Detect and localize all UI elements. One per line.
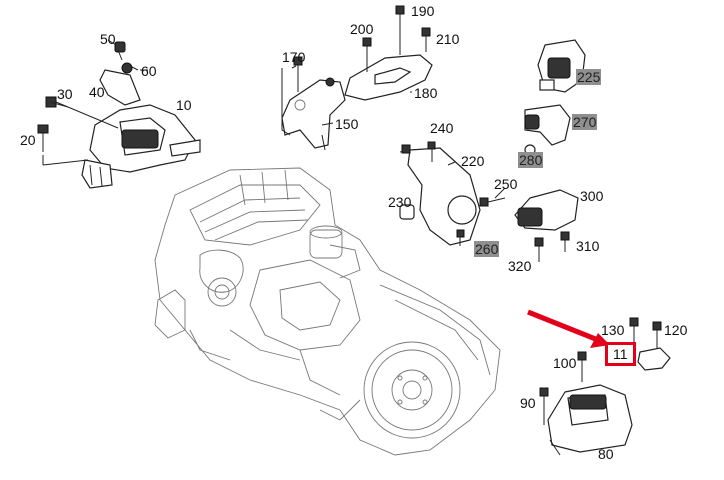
engine-block-drawing (154, 167, 501, 456)
bracket-220-drawing (399, 141, 506, 246)
engine-mount-225-drawing (537, 39, 586, 93)
part-label-220[interactable]: 220 (461, 153, 485, 169)
part-label-11-highlighted[interactable]: 11 (605, 342, 636, 366)
leader-lines (49, 39, 506, 199)
bracket-11-drawing (629, 317, 671, 371)
part-label-225[interactable]: 225 (576, 69, 602, 85)
part-label-10[interactable]: 10 (176, 97, 192, 113)
part-label-130[interactable]: 130 (601, 322, 625, 338)
part-label-310[interactable]: 310 (576, 238, 600, 254)
part-label-320[interactable]: 320 (508, 258, 532, 274)
bolt-20-drawing (37, 124, 89, 166)
bracket-270-drawing (524, 104, 571, 156)
part-label-80[interactable]: 80 (598, 446, 614, 462)
engine-mount-10-drawing (81, 104, 201, 189)
part-label-240[interactable]: 240 (430, 120, 454, 136)
part-label-120[interactable]: 120 (664, 322, 688, 338)
part-label-60[interactable]: 60 (141, 63, 157, 79)
part-label-100[interactable]: 100 (553, 355, 577, 371)
part-label-300[interactable]: 300 (580, 188, 604, 204)
bracket-150-drawing (281, 56, 346, 151)
part-label-190[interactable]: 190 (411, 3, 435, 19)
part-label-30[interactable]: 30 (57, 86, 73, 102)
part-label-270[interactable]: 270 (572, 114, 598, 130)
engine-mount-300-drawing (514, 189, 579, 262)
bracket-40-drawing (99, 41, 141, 106)
part-label-50[interactable]: 50 (100, 31, 116, 47)
part-label-250[interactable]: 250 (494, 176, 518, 192)
part-label-230[interactable]: 230 (388, 194, 412, 210)
part-label-200[interactable]: 200 (350, 21, 374, 37)
bracket-180-drawing (344, 5, 433, 101)
part-label-170[interactable]: 170 (282, 49, 306, 65)
part-label-280[interactable]: 280 (518, 152, 544, 168)
part-label-150[interactable]: 150 (335, 116, 359, 132)
part-label-260[interactable]: 260 (474, 241, 500, 257)
part-label-90[interactable]: 90 (520, 395, 536, 411)
part-label-180[interactable]: 180 (414, 85, 438, 101)
part-label-210[interactable]: 210 (436, 31, 460, 47)
part-label-20[interactable]: 20 (20, 132, 36, 148)
engine-mount-80-drawing (539, 351, 633, 456)
part-label-40[interactable]: 40 (89, 84, 105, 100)
red-pointer-arrow (527, 309, 610, 348)
